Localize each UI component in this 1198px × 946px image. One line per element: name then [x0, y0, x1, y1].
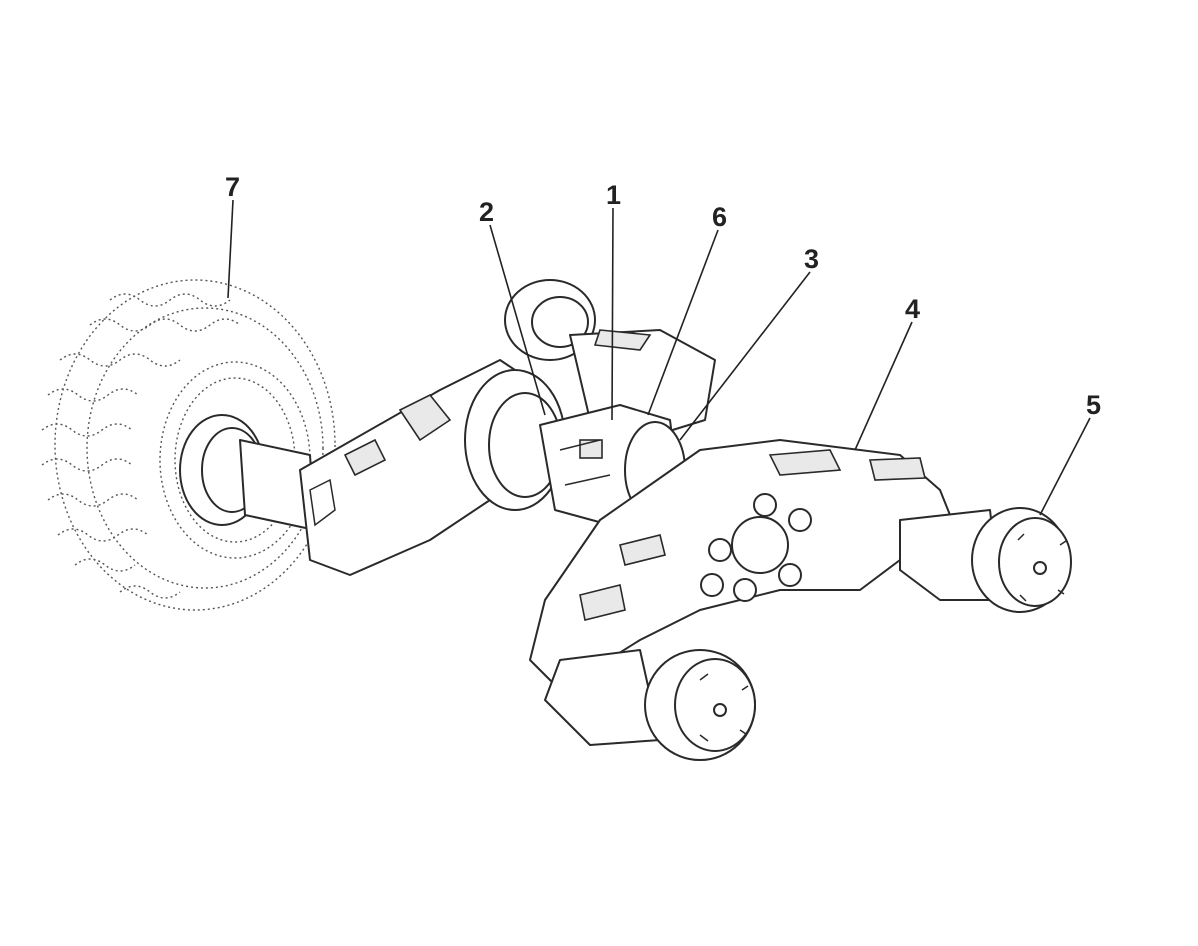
- leader-line-6: [647, 229, 719, 416]
- rear-right-hub: [899, 507, 1072, 613]
- leader-line-3: [679, 271, 811, 441]
- callout-3: 3: [804, 244, 819, 274]
- front-right-hub: [544, 649, 756, 761]
- callout-6: 6: [712, 202, 727, 232]
- leader-line-7: [227, 199, 234, 299]
- leader-line-2: [489, 224, 546, 416]
- brake-disc: [464, 369, 566, 511]
- leader-line-1: [611, 207, 614, 421]
- callouts: 7 2 1 6 3 4 5: [225, 172, 1101, 420]
- left-wheel-hub: [179, 414, 316, 531]
- callout-4: 4: [905, 294, 920, 324]
- callout-5: 5: [1086, 390, 1101, 420]
- rear-hub: [504, 279, 716, 441]
- leader-line-4: [854, 321, 913, 451]
- leader-line-5: [1039, 417, 1091, 516]
- bogie-housing: [529, 439, 961, 691]
- callout-7: 7: [225, 172, 240, 202]
- callout-2: 2: [479, 197, 494, 227]
- callout-1: 1: [606, 180, 621, 210]
- leader-lines: [227, 199, 1091, 516]
